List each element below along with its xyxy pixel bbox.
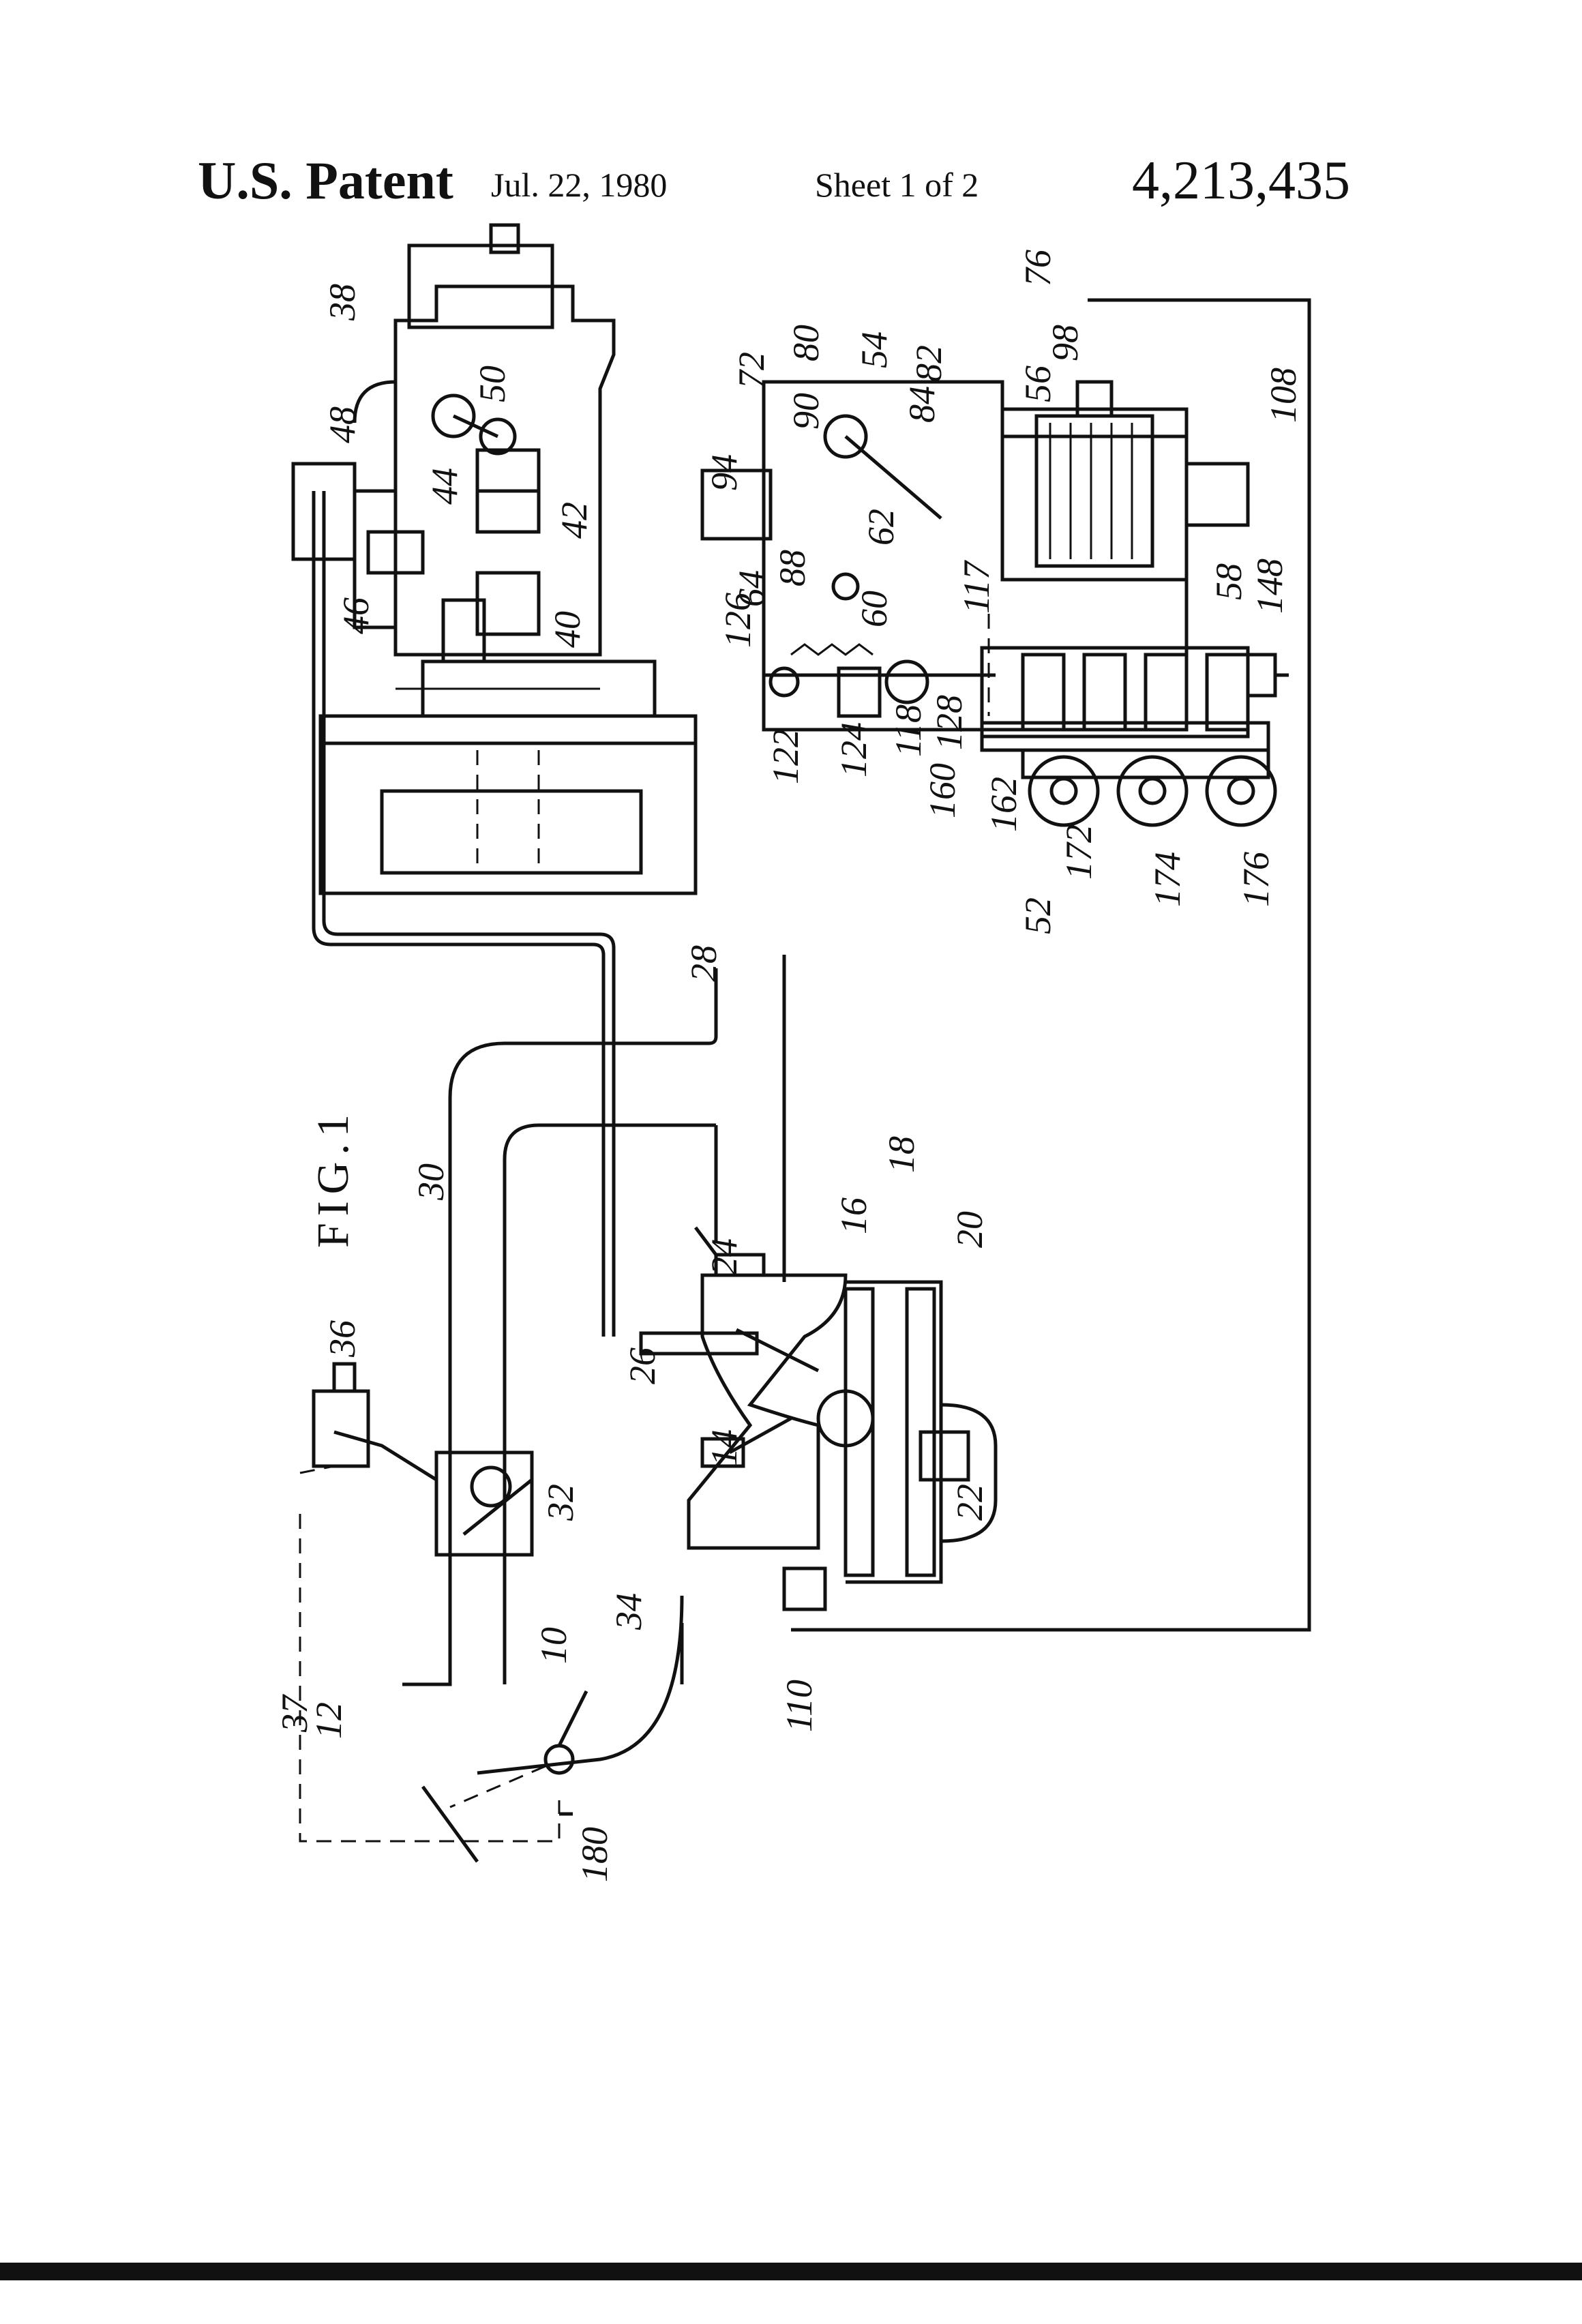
ref-numeral: 80 — [786, 325, 826, 361]
ref-numeral: 36 — [322, 1320, 363, 1358]
ref-numeral: 110 — [779, 1680, 820, 1732]
ref-numeral: 148 — [1249, 558, 1290, 614]
ref-numeral: 56 — [1017, 366, 1058, 402]
ref-numeral: 128 — [929, 695, 970, 750]
ref-numeral: 24 — [704, 1238, 745, 1275]
ref-numeral: 20 — [949, 1211, 990, 1248]
ref-numeral: 160 — [922, 763, 963, 818]
control-unit — [702, 300, 1309, 1630]
ref-numeral: 37 — [274, 1694, 315, 1733]
ref-numeral: 14 — [704, 1429, 745, 1466]
ref-numeral: 54 — [854, 331, 895, 368]
ref-numeral: 52 — [1017, 897, 1058, 934]
ref-numeral: 32 — [540, 1484, 581, 1521]
ref-numeral: 62 — [861, 509, 901, 546]
ref-numeral: 176 — [1236, 852, 1277, 907]
ref-numeral: 42 — [554, 502, 595, 539]
ref-numeral: 48 — [322, 406, 363, 443]
ref-numeral: 126 — [717, 593, 758, 648]
injection-pump-assembly — [293, 225, 696, 893]
ref-numeral: 38 — [322, 284, 363, 321]
ref-numeral: 84 — [901, 386, 942, 423]
figure-label: FIG.1 — [308, 1107, 358, 1248]
ref-numeral: 172 — [1058, 824, 1099, 880]
ref-numeral: 40 — [547, 611, 588, 648]
ref-numeral: 50 — [472, 366, 513, 402]
ref-numeral: 108 — [1263, 368, 1304, 423]
ref-numeral: 162 — [983, 777, 1024, 832]
ref-numeral: 90 — [786, 393, 826, 430]
ref-numeral: 124 — [833, 722, 874, 777]
ref-numeral: 72 — [731, 352, 772, 389]
engine-cylinder — [641, 1227, 996, 1609]
ref-numeral: 117 — [956, 560, 997, 614]
ref-numeral: 88 — [772, 550, 813, 586]
ref-numeral: 98 — [1045, 325, 1086, 361]
ref-numeral: 18 — [881, 1136, 922, 1173]
ref-numeral: 30 — [411, 1163, 451, 1201]
ref-numeral: 94 — [704, 454, 745, 491]
ref-numeral: 16 — [833, 1197, 874, 1234]
ref-numeral: 46 — [335, 597, 376, 634]
ref-numeral: 82 — [908, 345, 949, 382]
ref-numeral: 60 — [854, 591, 895, 627]
reference-numerals: 10 12 14 16 18 20 22 24 26 28 30 32 34 3… — [274, 250, 1304, 1882]
ref-numeral: 44 — [424, 468, 465, 505]
ref-numeral: 122 — [765, 729, 806, 784]
ref-numeral: 76 — [1017, 250, 1058, 286]
ref-numeral: 34 — [608, 1593, 649, 1630]
ref-numeral: 58 — [1208, 563, 1249, 600]
page-border-bar — [0, 2263, 1582, 2280]
ref-numeral: 174 — [1147, 852, 1188, 907]
ref-numeral: 180 — [574, 1827, 615, 1882]
ref-numeral: 28 — [683, 945, 724, 982]
ref-numeral: 26 — [622, 1347, 663, 1384]
ref-numeral: 10 — [533, 1627, 574, 1664]
ref-numeral: 22 — [949, 1484, 990, 1521]
ref-numeral: 118 — [888, 704, 929, 757]
